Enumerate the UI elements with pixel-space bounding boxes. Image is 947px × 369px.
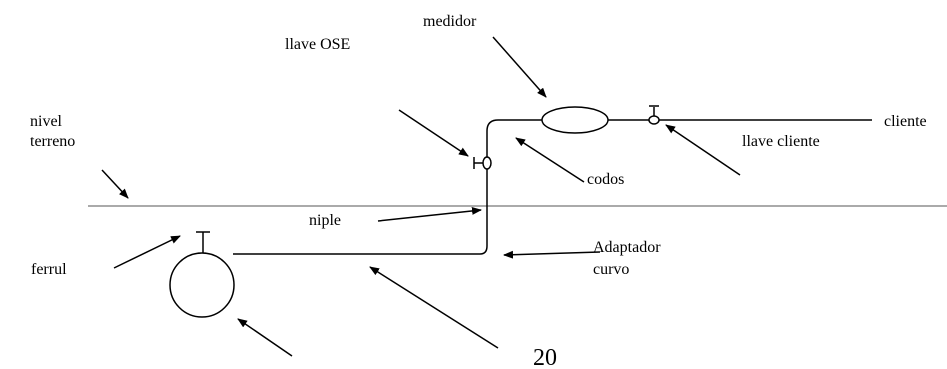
client-valve-body [648, 115, 660, 125]
meter-ellipse [541, 106, 609, 134]
arrow-medidor [492, 36, 547, 98]
service-pipe [233, 119, 542, 255]
arrow-adaptador [503, 250, 601, 259]
label-adaptador: Adaptador [593, 239, 661, 256]
label-ferrul: ferrul [31, 261, 67, 278]
label-llave-ose: llave OSE [285, 36, 351, 53]
label-llave-cliente: llave cliente [742, 133, 820, 150]
label-nivel: nivel [30, 113, 62, 130]
arrow-llave-ose [398, 109, 469, 157]
arrow-main-pipe [237, 318, 293, 357]
label-cliente: cliente [884, 113, 927, 130]
page-number: 20 [533, 345, 557, 369]
arrow-ferrul [113, 235, 181, 269]
arrow-pipe [369, 266, 499, 349]
label-medidor: medidor [423, 13, 477, 30]
ose-valve-body [482, 156, 492, 170]
arrow-niple [377, 206, 482, 222]
arrow-llave-cliente [665, 124, 741, 176]
label-curvo: curvo [593, 261, 630, 278]
label-terreno: terreno [30, 133, 76, 150]
arrow-codos [515, 137, 585, 183]
label-niple: niple [309, 212, 341, 229]
main-pipe-circle [169, 252, 235, 318]
label-codos: codos [587, 171, 625, 188]
arrow-nivel-terreno [101, 169, 129, 199]
